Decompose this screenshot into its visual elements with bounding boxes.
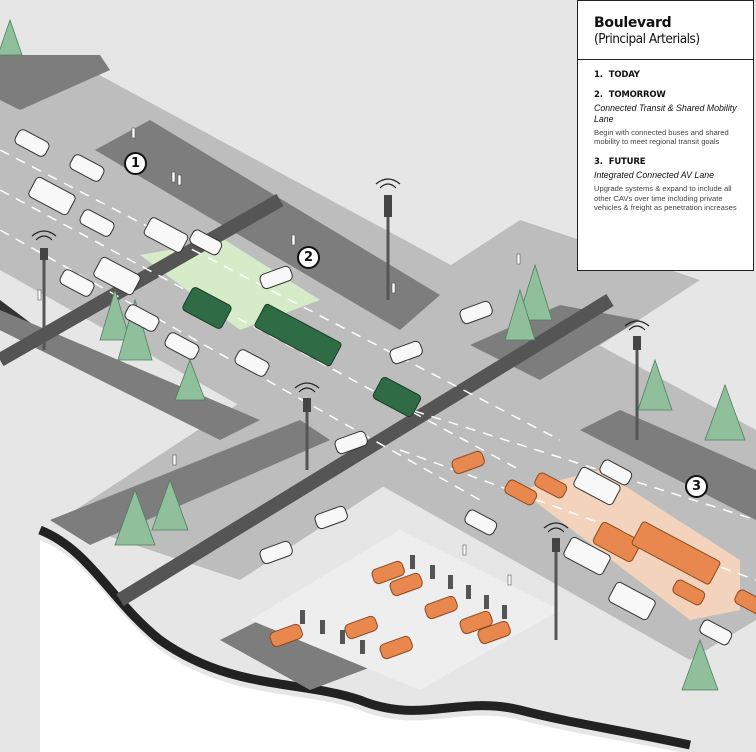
stage-subtitle: Integrated Connected AV Lane (594, 169, 714, 180)
block-edge (40, 540, 680, 752)
stage-number: 1. (594, 70, 603, 80)
stage-label: FUTURE (608, 156, 646, 167)
sidewalk-east-2 (580, 410, 756, 520)
stage-description: Begin with connected buses and shared mo… (594, 128, 729, 147)
connected-av (451, 450, 485, 475)
stage-description: Upgrade systems & expand to include all … (594, 184, 737, 213)
connected-shuttle (182, 287, 232, 329)
connected-av-bus (631, 521, 721, 585)
marker-future: 3 (685, 475, 708, 498)
legend-panel: Boulevard (Principal Arterials) 1. TODAY… (577, 0, 754, 271)
stage-today: 1. TODAY (594, 70, 743, 80)
charging-station-icon (300, 555, 507, 654)
connected-bus (254, 303, 342, 367)
sidewalk-west (0, 310, 260, 440)
marker-tomorrow: 2 (297, 246, 320, 269)
stage-future: 3. FUTURE Integrated Connected AV Lane U… (594, 157, 743, 213)
sidewalk-north-median (95, 120, 440, 330)
stage-tomorrow: 2. TOMORROW Connected Transit & Shared M… (594, 90, 743, 147)
stage-subtitle: Connected Transit & Shared Mobility Lane (594, 103, 737, 124)
sidewalk-south (50, 420, 330, 545)
legend-title: Boulevard (594, 15, 672, 31)
legend-subtitle: (Principal Arterials) (594, 31, 700, 47)
marker-today: 1 (124, 152, 147, 175)
stage-label: TOMORROW (608, 90, 666, 100)
sidewalk-north (0, 55, 110, 110)
tree-icon (0, 18, 746, 691)
pedestrian-icon (37, 127, 521, 586)
connected-sensor-icon (40, 248, 48, 260)
car (14, 129, 50, 157)
stage-number: 2. (594, 90, 603, 100)
stage-number: 3. (594, 156, 603, 167)
stage-label: TODAY (608, 70, 640, 80)
parking-lot (250, 530, 560, 690)
legend-divider (578, 59, 753, 60)
